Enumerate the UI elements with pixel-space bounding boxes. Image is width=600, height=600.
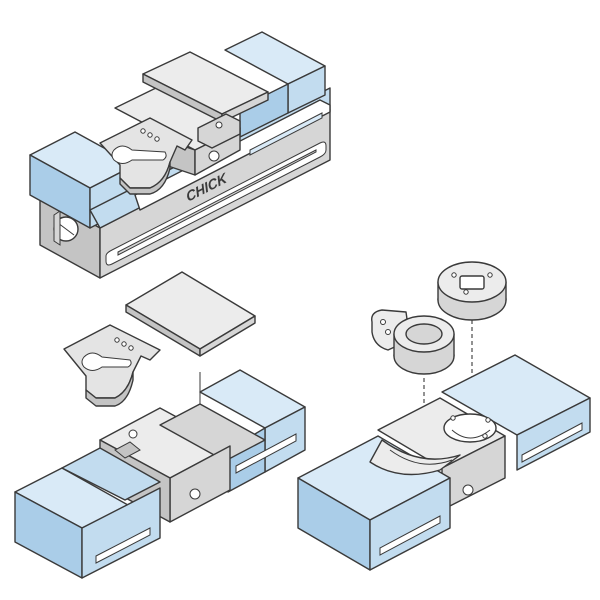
- right-center-recess-inner: [451, 429, 491, 439]
- right-center-side-hole: [462, 484, 474, 496]
- keyhole-plate-hole-3: [128, 345, 134, 351]
- exploded-jaw-left: [14, 271, 306, 579]
- vise-front-handle-slot: [57, 222, 75, 236]
- vise-small-bracket-hole: [215, 121, 223, 129]
- center-jaw-hole-right: [189, 488, 201, 500]
- left-set-left-block-raised: [61, 447, 161, 501]
- center-jaw-trough: [159, 403, 266, 462]
- vise-base-slot-inner: [117, 149, 317, 256]
- exploded-jaw-right: [297, 261, 591, 571]
- vise-plate-hole-1: [140, 128, 146, 134]
- right-center-hole-1: [450, 415, 456, 421]
- plate-side-face: [199, 315, 256, 357]
- keyhole-plate-slot: [81, 352, 132, 371]
- vise-front-bracket: [53, 210, 61, 246]
- vise-keyhole-plate-edge: [119, 161, 171, 195]
- right-center-hole-2: [485, 417, 491, 423]
- vise-body-slot: [249, 112, 323, 156]
- round-fixture-hole-2: [487, 272, 493, 278]
- vise-plate-hole-3: [154, 136, 160, 142]
- vise-center-hole: [208, 150, 220, 162]
- vise-keyhole: [111, 145, 167, 164]
- right-center-hole-3: [482, 433, 488, 439]
- keyhole-plate-hole-2: [121, 341, 127, 347]
- center-jaw-hole-left: [128, 429, 138, 439]
- collar-tab-hole-2: [385, 329, 391, 335]
- keyhole-plate-edge: [85, 371, 134, 407]
- keyhole-plate-hole-1: [114, 337, 120, 343]
- plate-top-face: [125, 271, 256, 350]
- right-set-front-cutout-shadow: [389, 449, 453, 465]
- round-fixture-pocket: [459, 275, 485, 290]
- collar-tab-hole-1: [380, 319, 386, 325]
- center-jaw-notch: [114, 441, 141, 459]
- round-fixture-hole-1: [451, 272, 457, 278]
- right-set-front-block-slot: [379, 515, 441, 556]
- right-set-front-cutout: [369, 439, 461, 476]
- assembled-vise: CHICK: [29, 31, 331, 279]
- collar-ring-bore: [405, 323, 443, 345]
- vise-body-rail: [134, 99, 331, 211]
- vise-plate-hole-2: [147, 132, 153, 138]
- left-set-left-block-slot: [95, 527, 151, 564]
- vise-small-bracket: [197, 113, 241, 149]
- round-fixture-hole-3: [463, 289, 469, 295]
- right-set-back-block-slot: [521, 422, 583, 463]
- left-set-right-block-slot: [235, 433, 297, 474]
